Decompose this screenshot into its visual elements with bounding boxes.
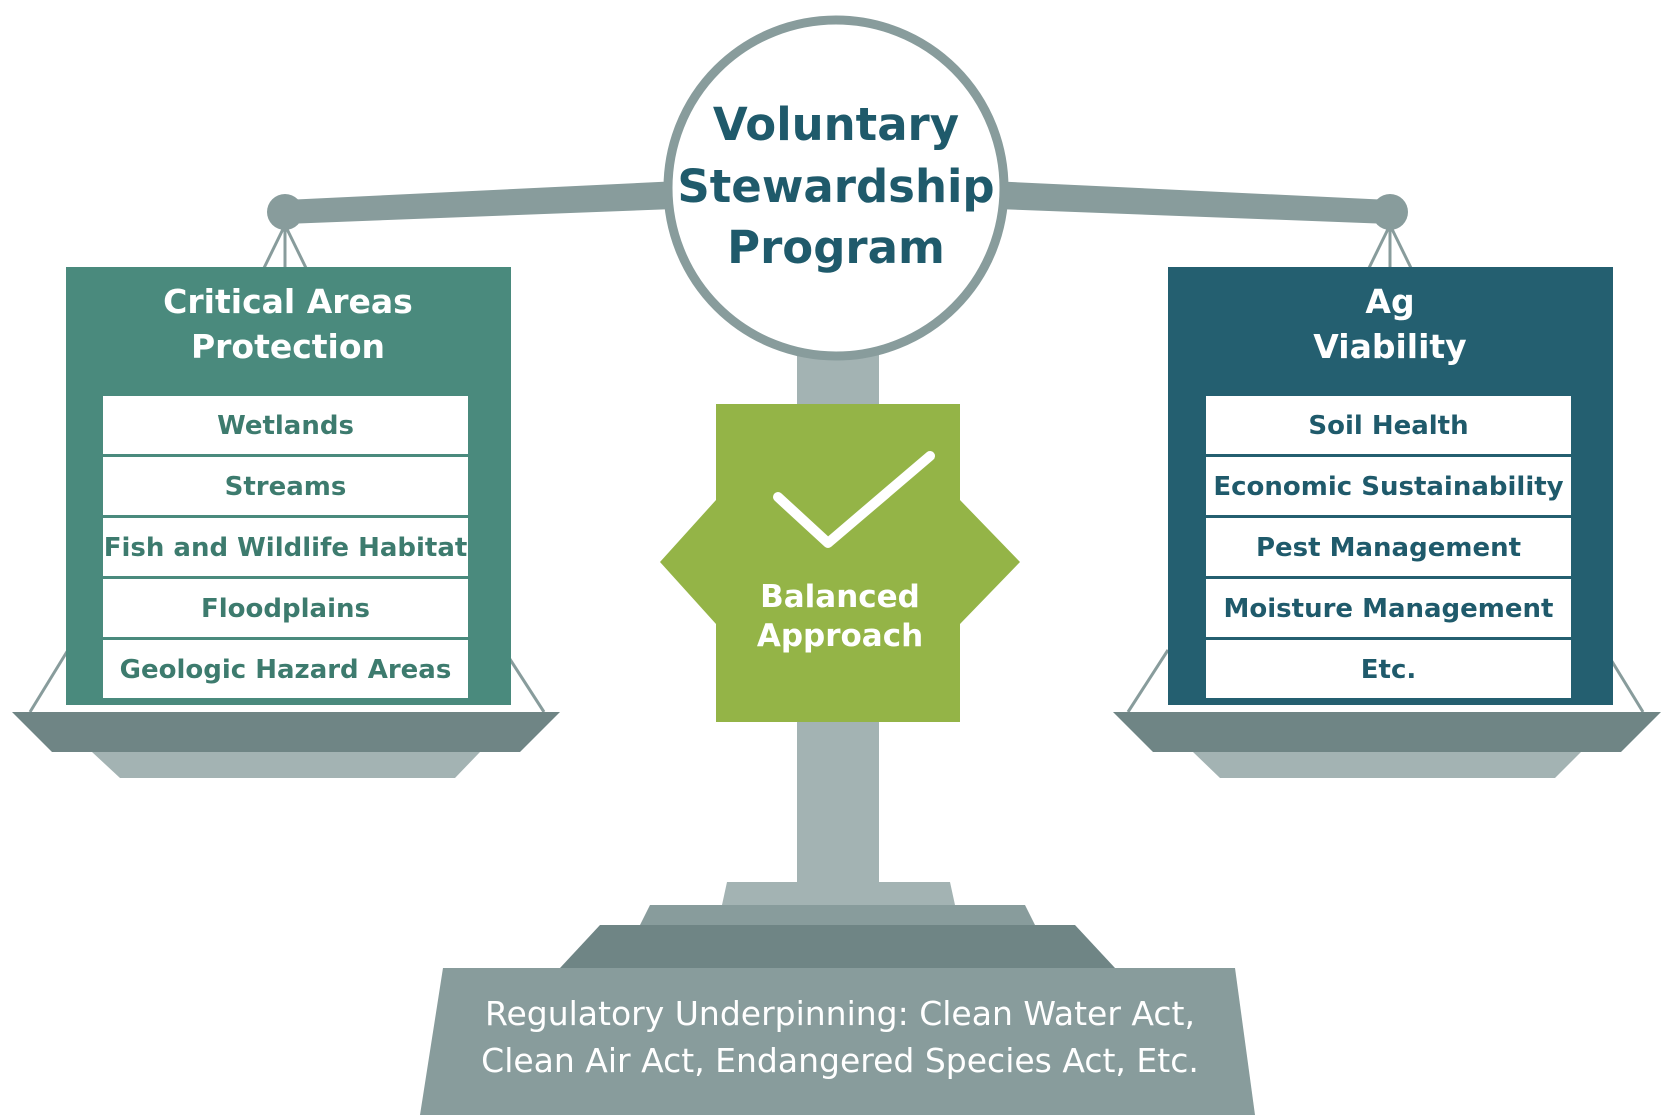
right-pivot-knob [1372, 194, 1408, 230]
critical-area-item: Geologic Hazard Areas [120, 655, 452, 685]
ag-viability-row [1206, 640, 1571, 698]
program-circle: Voluntary Stewardship Program [663, 15, 1009, 361]
ag-viability-item: Pest Management [1256, 533, 1521, 563]
ag-viability-row [1206, 518, 1571, 576]
critical-area-row [103, 518, 468, 576]
critical-areas-title-line1: Critical Areas [163, 282, 413, 321]
critical-area-row [103, 396, 468, 454]
critical-area-row [103, 457, 468, 515]
critical-areas-panel: Critical Areas Protection WetlandsStream… [66, 267, 511, 705]
ag-viability-row [1206, 457, 1571, 515]
program-title-line2: Stewardship [677, 160, 994, 213]
program-title-line1: Voluntary [713, 98, 959, 151]
checkmark-icon [773, 451, 935, 548]
ag-viability-item: Soil Health [1308, 411, 1468, 441]
ag-viability-title-line2: Viability [1313, 327, 1466, 366]
left-pan [12, 712, 560, 778]
critical-area-row [103, 579, 468, 637]
program-title-line3: Program [727, 221, 945, 274]
critical-area-item: Floodplains [201, 594, 370, 624]
badge-line1: Balanced [760, 579, 920, 615]
critical-area-row [103, 640, 468, 698]
ag-viability-item: Economic Sustainability [1213, 472, 1563, 502]
ag-viability-item: Etc. [1361, 655, 1416, 685]
ag-viability-row [1206, 396, 1571, 454]
scale-beam [267, 180, 1408, 230]
ag-viability-item: Moisture Management [1224, 594, 1554, 624]
right-pan [1113, 712, 1661, 778]
base-text-line1: Regulatory Underpinning: Clean Water Act… [485, 994, 1195, 1033]
scale-base [420, 882, 1255, 1115]
critical-area-item: Fish and Wildlife Habitat [104, 533, 468, 563]
balanced-approach-badge: Balanced Approach [660, 404, 1020, 722]
critical-area-item: Streams [225, 472, 347, 502]
critical-areas-title-line2: Protection [191, 327, 385, 366]
left-pivot-knob [267, 194, 303, 230]
base-text-line2: Clean Air Act, Endangered Species Act, E… [481, 1041, 1199, 1080]
critical-area-item: Wetlands [217, 411, 354, 441]
ag-viability-row [1206, 579, 1571, 637]
ag-viability-title-line1: Ag [1365, 282, 1414, 321]
badge-line2: Approach [757, 618, 923, 654]
